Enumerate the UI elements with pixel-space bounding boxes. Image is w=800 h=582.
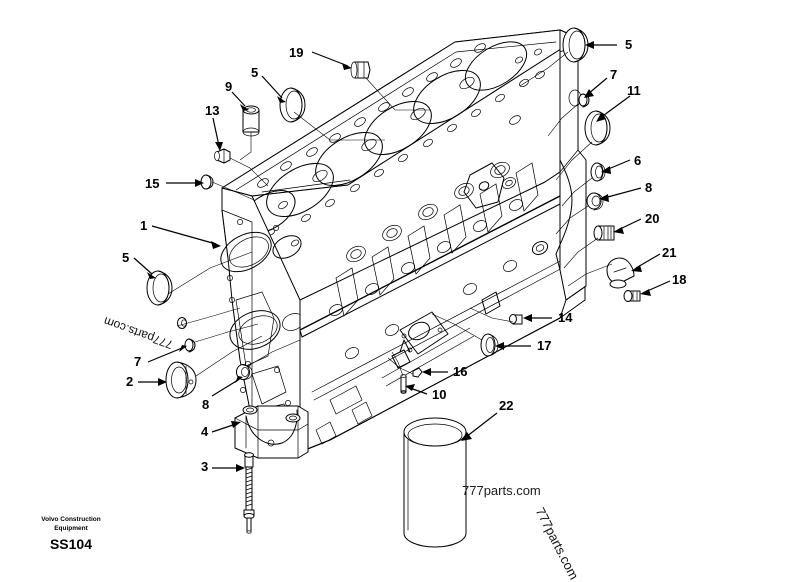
block-rear-face <box>555 29 587 301</box>
part-7-cup-plug-left <box>184 338 196 353</box>
sheet-code: SS104 <box>49 535 93 552</box>
callout-5-top-center: 5 <box>251 65 259 80</box>
callout-6: 6 <box>634 153 642 168</box>
part-8-bushing-left <box>236 364 253 381</box>
brand-block: Volvo Construction Equipment SS104 <box>16 516 126 552</box>
callout-8-right: 8 <box>645 180 653 195</box>
part-5-cup-plug-left <box>146 270 173 306</box>
brand-line-2: Equipment <box>54 524 88 532</box>
callout-15: 15 <box>145 176 160 191</box>
callout-13: 13 <box>205 103 220 118</box>
block-side-face <box>299 171 586 453</box>
brand-line-1: Volvo Construction <box>41 516 101 523</box>
callout-11: 11 <box>627 83 641 98</box>
callout-10: 10 <box>432 387 447 402</box>
part-9-sleeve <box>242 105 260 137</box>
part-bushing-small-left <box>177 317 187 329</box>
callout-3: 3 <box>201 459 209 474</box>
callout-2: 2 <box>126 374 134 389</box>
part-15-cup-plug <box>200 174 214 190</box>
callout-20: 20 <box>645 211 660 226</box>
part-5-cup-plug-topright <box>562 27 589 63</box>
callout-17: 17 <box>537 338 552 353</box>
part-2-bushing-ring <box>165 361 197 399</box>
callout-18: 18 <box>672 272 687 287</box>
callout-7-right: 7 <box>610 67 618 82</box>
callout-14: 14 <box>558 310 573 325</box>
part-13-hex-plug <box>214 148 231 164</box>
watermark-horizontal: 777parts.com <box>462 483 541 498</box>
part-19-plug-fitting <box>350 61 371 79</box>
parts-diagram-sheet: 19 5 5 9 13 7 11 15 6 1 8 20 5 21 18 14 … <box>16 27 687 582</box>
block-internal-detail <box>329 161 549 415</box>
part-20-threaded-plug <box>593 225 615 241</box>
part-16-dowel-pin-short <box>412 367 423 378</box>
callout-9: 9 <box>225 79 233 94</box>
cylinder-bores <box>240 41 528 234</box>
part-10-dowel-pin-long <box>400 374 407 394</box>
part-18-screw-plug <box>623 290 641 302</box>
part-4-main-bearing-cap <box>234 405 309 459</box>
part-21-cone-fitting <box>606 257 635 289</box>
part-22-cylinder-liner <box>403 417 467 548</box>
callout-1: 1 <box>140 218 148 233</box>
part-8-bushing-right <box>586 192 604 211</box>
part-6-seal-ring <box>590 162 606 182</box>
callout-19: 19 <box>289 45 304 60</box>
callout-16: 16 <box>453 364 468 379</box>
part-3-cap-bolt <box>243 452 255 534</box>
part-11-cup-plug-rear <box>584 110 611 146</box>
callout-7-left: 7 <box>134 354 142 369</box>
part-5-cup-plug-top <box>279 87 306 123</box>
callout-21: 21 <box>662 245 677 260</box>
callout-8-left: 8 <box>202 397 210 412</box>
part-14-dowel-plug <box>509 314 523 325</box>
callout-5-left: 5 <box>122 250 130 265</box>
callout-4: 4 <box>201 424 209 439</box>
callout-22: 22 <box>499 398 514 413</box>
engine-block-drawing <box>133 27 671 548</box>
leader-lines <box>133 41 671 472</box>
callout-5-top-right: 5 <box>625 37 633 52</box>
